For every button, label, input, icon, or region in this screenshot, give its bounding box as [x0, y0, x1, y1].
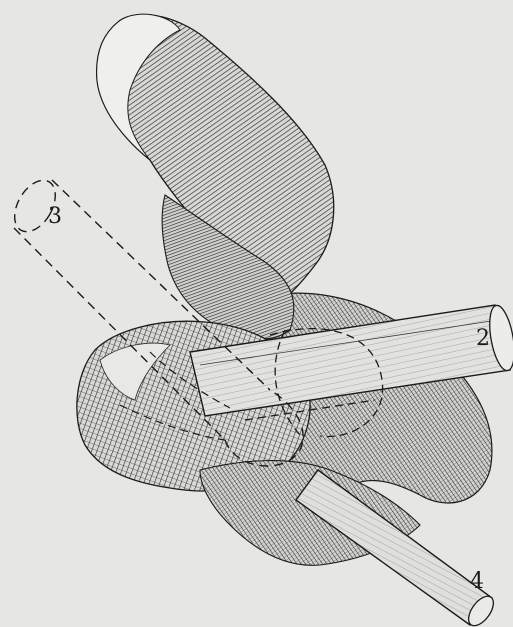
- label-2: 2: [476, 326, 490, 351]
- label-3: 3: [48, 204, 62, 229]
- label-4: 4: [470, 569, 484, 594]
